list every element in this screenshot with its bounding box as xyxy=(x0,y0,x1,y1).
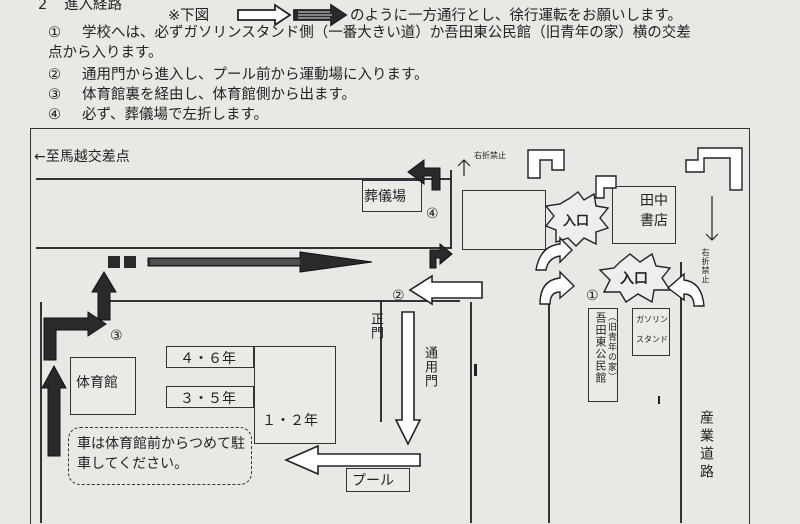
dash-2 xyxy=(124,256,136,268)
incoming-arrow-top-right xyxy=(685,147,743,191)
legend-arrow-white xyxy=(237,3,292,27)
gym-up-arrow xyxy=(41,364,67,457)
no-right-turn-label-1: 右折禁止 xyxy=(474,151,506,160)
step-1-text: 学校へは、必ずガソリンスタンド側（一番大きい道）か吾田東公民館（旧青年の家）横の… xyxy=(82,25,691,41)
entry-curve-arrow-1 xyxy=(535,236,573,271)
pool-box xyxy=(346,468,410,492)
mark-3: ③ xyxy=(110,328,123,344)
gas-station-box xyxy=(632,308,670,356)
mark-1: ① xyxy=(586,288,599,304)
mark-2: ② xyxy=(392,288,405,304)
incoming-arrow-top-center xyxy=(527,149,565,179)
grade-46-box xyxy=(166,346,254,368)
parking-note: 車は体育館前からつめて駐車してください。 xyxy=(68,427,252,485)
legend-arrow-black-stripes xyxy=(298,11,332,19)
gym-route-arrow xyxy=(43,311,107,361)
legend-suffix: のように一方通行とし、徐行運転をお願いします。 xyxy=(350,8,683,24)
step-3-num: ③ xyxy=(48,87,61,103)
entrance-label-1: 入口 xyxy=(563,214,590,229)
no-right-turn-icon-1 xyxy=(457,159,471,176)
dash-1 xyxy=(108,256,120,268)
entrance-label-2: 入口 xyxy=(620,271,648,287)
grade-35-box xyxy=(166,386,254,408)
industrial-road-label: 産業道路 xyxy=(698,410,714,482)
tanaka-shoten-line2: 書店 xyxy=(640,213,668,229)
legend-arrows xyxy=(237,3,348,27)
industrial-road-left xyxy=(680,262,682,523)
door-mark xyxy=(474,364,477,376)
pool-label: プール xyxy=(352,473,394,489)
legend-note: ※下図 xyxy=(168,8,210,24)
entry-curve-arrow-2 xyxy=(539,270,576,305)
pool-arrow-west xyxy=(284,444,421,476)
service-gate-label: 通用門 xyxy=(422,346,437,388)
left-turn-arrow-top xyxy=(407,159,441,191)
mark-4: ④ xyxy=(426,206,439,222)
entry-arrow-west xyxy=(408,274,483,306)
exit-arrow-north xyxy=(91,271,117,321)
tanaka-shoten-box xyxy=(612,186,676,244)
grade-35-label: ３・５年 xyxy=(180,391,236,407)
gas-station-line1: ガソリン xyxy=(636,315,668,324)
left-turn-arrow-bottom xyxy=(429,242,453,269)
entry-arrow-south xyxy=(394,311,422,446)
school-left-edge xyxy=(40,302,42,523)
gas-station-mark xyxy=(658,396,660,404)
no-right-turn-label-2: 右折禁止 xyxy=(701,248,710,284)
road-line-top xyxy=(36,178,450,180)
step-2-num: ② xyxy=(48,67,61,83)
gas-station-line2: スタンド xyxy=(636,335,668,344)
grade-12-box xyxy=(254,346,336,444)
community-hall-note: （旧青年の家） xyxy=(606,312,616,382)
step-3-text: 体育館裏を経由し、体育館側から出ます。 xyxy=(82,87,357,103)
school-top-edge xyxy=(100,300,460,302)
community-hall-box xyxy=(588,308,618,402)
step-2-text: 通用門から進入し、プール前から運動場に入ります。 xyxy=(82,67,429,83)
grade-12-label: １・２年 xyxy=(262,413,318,429)
community-hall-label: 吾田東公民館 xyxy=(594,312,607,384)
gate-road-left xyxy=(380,302,382,422)
entrance-burst-1 xyxy=(544,191,610,247)
road-line-right-vert xyxy=(450,170,452,248)
incoming-arrow-small xyxy=(595,175,617,199)
section-number: 2 xyxy=(38,0,48,13)
funeral-hall-label: 葬儀場 xyxy=(364,189,406,205)
section-title: 進入経路 xyxy=(64,0,122,13)
step-1-num: ① xyxy=(48,25,61,41)
gym-label: 体育館 xyxy=(76,375,118,391)
entry-curve-arrow-3 xyxy=(666,272,705,307)
gate-road-right xyxy=(470,302,472,523)
step-4-num: ④ xyxy=(48,107,61,123)
no-right-turn-icon-2 xyxy=(705,196,719,241)
grade-46-label: ４・６年 xyxy=(180,351,236,367)
step-1-text-cont: 点から入ります。 xyxy=(48,45,163,61)
map-frame xyxy=(30,128,750,524)
road-line-mid xyxy=(36,247,452,249)
school-right-edge xyxy=(548,300,550,523)
to-crossing-label: ←至馬越交差点 xyxy=(34,149,130,165)
entrance-burst-2 xyxy=(598,252,672,304)
gym-box xyxy=(70,357,136,415)
tanaka-shoten-line1: 田中 xyxy=(640,193,668,209)
step-4-text: 必ず、葬儀場で左折します。 xyxy=(82,107,269,123)
funeral-hall-box xyxy=(362,180,422,212)
main-gate-label: 正門 xyxy=(368,312,383,340)
block-center xyxy=(462,190,546,250)
